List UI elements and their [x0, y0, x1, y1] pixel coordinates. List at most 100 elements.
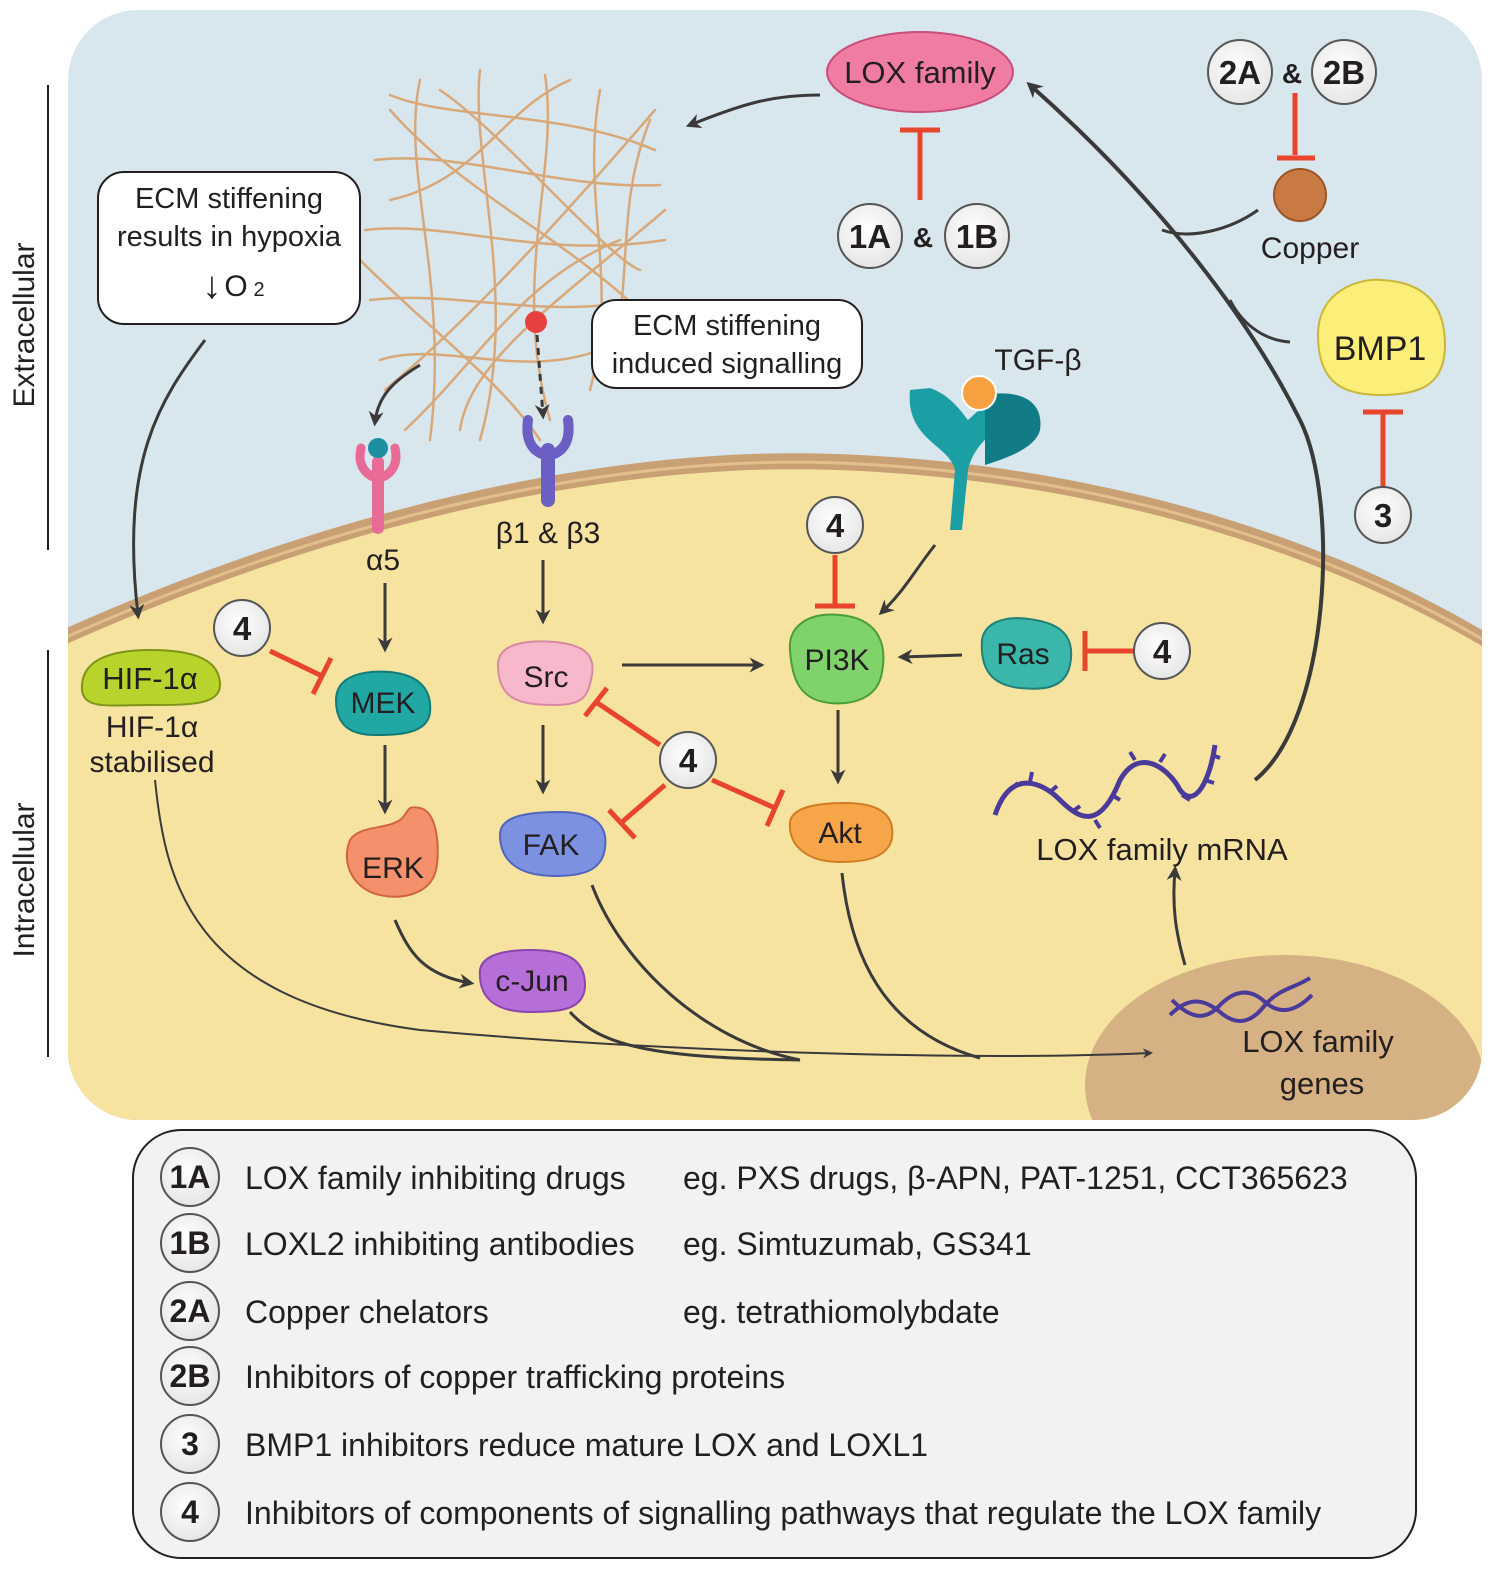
- badge-2b: [1311, 39, 1377, 105]
- legend-row: 2B Inhibitors of copper trafficking prote…: [160, 1346, 785, 1406]
- svg-text:LOX family mRNA: LOX family mRNA: [1036, 832, 1288, 867]
- legend-row: 2A Copper chelators eg. tetrathiomolybdate: [160, 1281, 1000, 1341]
- svg-text:4: 4: [1153, 633, 1172, 670]
- lox-genes-dna: LOX family genes: [1168, 976, 1394, 1101]
- badge-4-ras: 4: [1133, 622, 1191, 680]
- legend-description: Inhibitors of components of signalling p…: [245, 1495, 1321, 1531]
- svg-text:β1 & β3: β1 & β3: [496, 517, 601, 550]
- legend-badge: [160, 1482, 220, 1542]
- svg-text:HIF-1α: HIF-1α: [106, 711, 198, 744]
- side-labels: Extracellular Intracellular: [8, 85, 49, 1057]
- legend-badge: [160, 1346, 220, 1406]
- svg-text:BMP1: BMP1: [1334, 330, 1427, 368]
- akt-node: Akt: [788, 801, 894, 864]
- legend-badge-label: 1A: [170, 1159, 211, 1195]
- svg-text:1B: 1B: [956, 218, 998, 255]
- svg-text:O: O: [224, 270, 247, 303]
- svg-text:3: 3: [1374, 497, 1392, 534]
- svg-text:2: 2: [253, 279, 264, 301]
- legend-description: LOXL2 inhibiting antibodies: [245, 1226, 635, 1262]
- activation-arrows: [129, 81, 1326, 1062]
- copper-node: Copper: [1261, 168, 1359, 265]
- legend-badge-label: 2B: [170, 1358, 211, 1394]
- svg-text:LOX family: LOX family: [844, 55, 996, 90]
- badges-2A-2B: 2A & 2B: [1207, 39, 1377, 105]
- svg-text:LOX family: LOX family: [1242, 1024, 1394, 1059]
- legend-badge-label: 3: [181, 1426, 199, 1462]
- legend-description: BMP1 inhibitors reduce mature LOX and LO…: [245, 1427, 928, 1463]
- legend-badge-label: 1B: [170, 1225, 211, 1261]
- svg-text:ECM stiffening: ECM stiffening: [135, 183, 323, 215]
- hypoxia-callout: ECM stiffening results in hypoxia ↓ O 2: [97, 171, 361, 325]
- svg-text:ERK: ERK: [362, 852, 424, 885]
- extracellular-label: Extracellular: [8, 242, 41, 407]
- svg-text:c-Jun: c-Jun: [495, 965, 568, 998]
- badge-1a: [837, 203, 903, 269]
- svg-text:TGF-β: TGF-β: [994, 344, 1081, 377]
- legend-description: Copper chelators: [245, 1294, 489, 1330]
- pi3k-node: PI3K: [788, 613, 885, 705]
- integrin-beta1-beta3: β1 & β3: [496, 311, 601, 550]
- svg-text:stabilised: stabilised: [89, 746, 214, 779]
- legend-row: 3 BMP1 inhibitors reduce mature LOX and L…: [160, 1414, 928, 1474]
- svg-text:&: &: [1282, 58, 1302, 89]
- badge-1b: [944, 203, 1010, 269]
- svg-text:ECM stiffening: ECM stiffening: [633, 310, 821, 342]
- legend-row: 1B LOXL2 inhibiting antibodies eg. Simtuzu…: [160, 1213, 1032, 1273]
- badge-3: 3: [1354, 486, 1412, 544]
- svg-text:Copper: Copper: [1261, 232, 1359, 265]
- badge-4-mek: 4: [213, 599, 271, 657]
- svg-text:α5: α5: [366, 544, 400, 577]
- svg-text:induced signalling: induced signalling: [612, 348, 843, 380]
- down-arrow-icon: ↓: [203, 265, 222, 307]
- erk-node: ERK: [345, 806, 439, 898]
- legend-badge: [160, 1281, 220, 1341]
- svg-text:Src: Src: [524, 661, 569, 694]
- svg-text:FAK: FAK: [523, 829, 580, 862]
- src-node: Src: [496, 640, 594, 707]
- svg-text:4: 4: [233, 610, 252, 647]
- integrin-alpha5: α5: [355, 438, 401, 577]
- svg-text:genes: genes: [1280, 1066, 1364, 1101]
- svg-text:1A: 1A: [849, 218, 891, 255]
- fak-node: FAK: [498, 810, 607, 878]
- legend-example: eg. tetrathiomolybdate: [683, 1294, 1000, 1330]
- legend-badge: [160, 1414, 220, 1474]
- svg-text:4: 4: [826, 507, 845, 544]
- legend-example: eg. PXS drugs, β-APN, PAT-1251, CCT36562…: [683, 1160, 1348, 1196]
- legend-example: eg. Simtuzumab, GS341: [683, 1226, 1032, 1262]
- ras-node: Ras: [980, 617, 1073, 690]
- legend-badge-label: 4: [181, 1494, 199, 1530]
- svg-text:PI3K: PI3K: [804, 644, 869, 677]
- svg-text:MEK: MEK: [350, 687, 415, 720]
- badges-1A-1B: 1A & 1B: [837, 203, 1010, 269]
- svg-text:2A: 2A: [1219, 54, 1261, 91]
- hif1a-node: HIF-1α HIF-1α stabilised: [80, 648, 222, 779]
- legend-description: Inhibitors of copper trafficking protein…: [245, 1359, 785, 1395]
- svg-text:results in hypoxia: results in hypoxia: [117, 221, 342, 253]
- intracellular-label: Intracellular: [8, 802, 41, 957]
- bmp1-node: BMP1: [1316, 278, 1447, 397]
- legend-description: LOX family inhibiting drugs: [245, 1160, 626, 1196]
- svg-text:2B: 2B: [1323, 54, 1365, 91]
- legend-row: 1A LOX family inhibiting drugs eg. PXS dru…: [160, 1147, 1348, 1207]
- legend-badge: [160, 1213, 220, 1273]
- badge-4-src-fak-akt: 4: [659, 731, 717, 789]
- legend-row: 4 Inhibitors of components of signalling …: [160, 1482, 1321, 1542]
- svg-text:4: 4: [679, 742, 698, 779]
- tgf-beta-receptor: TGF-β: [909, 344, 1082, 530]
- inhibition-lines: [268, 93, 1403, 840]
- svg-text:HIF-1α: HIF-1α: [102, 661, 198, 696]
- svg-text:Akt: Akt: [818, 817, 862, 850]
- mek-node: MEK: [334, 670, 432, 737]
- legend-badge: [160, 1147, 220, 1207]
- cjun-node: c-Jun: [478, 948, 587, 1014]
- svg-text:&: &: [913, 222, 933, 253]
- badge-4-pi3k: 4: [806, 496, 864, 554]
- legend-badge-label: 2A: [170, 1293, 211, 1329]
- svg-text:Ras: Ras: [996, 638, 1049, 671]
- signalling-callout: ECM stiffening induced signalling: [591, 299, 863, 389]
- nucleus: [1085, 955, 1482, 1120]
- badge-2a: [1207, 39, 1273, 105]
